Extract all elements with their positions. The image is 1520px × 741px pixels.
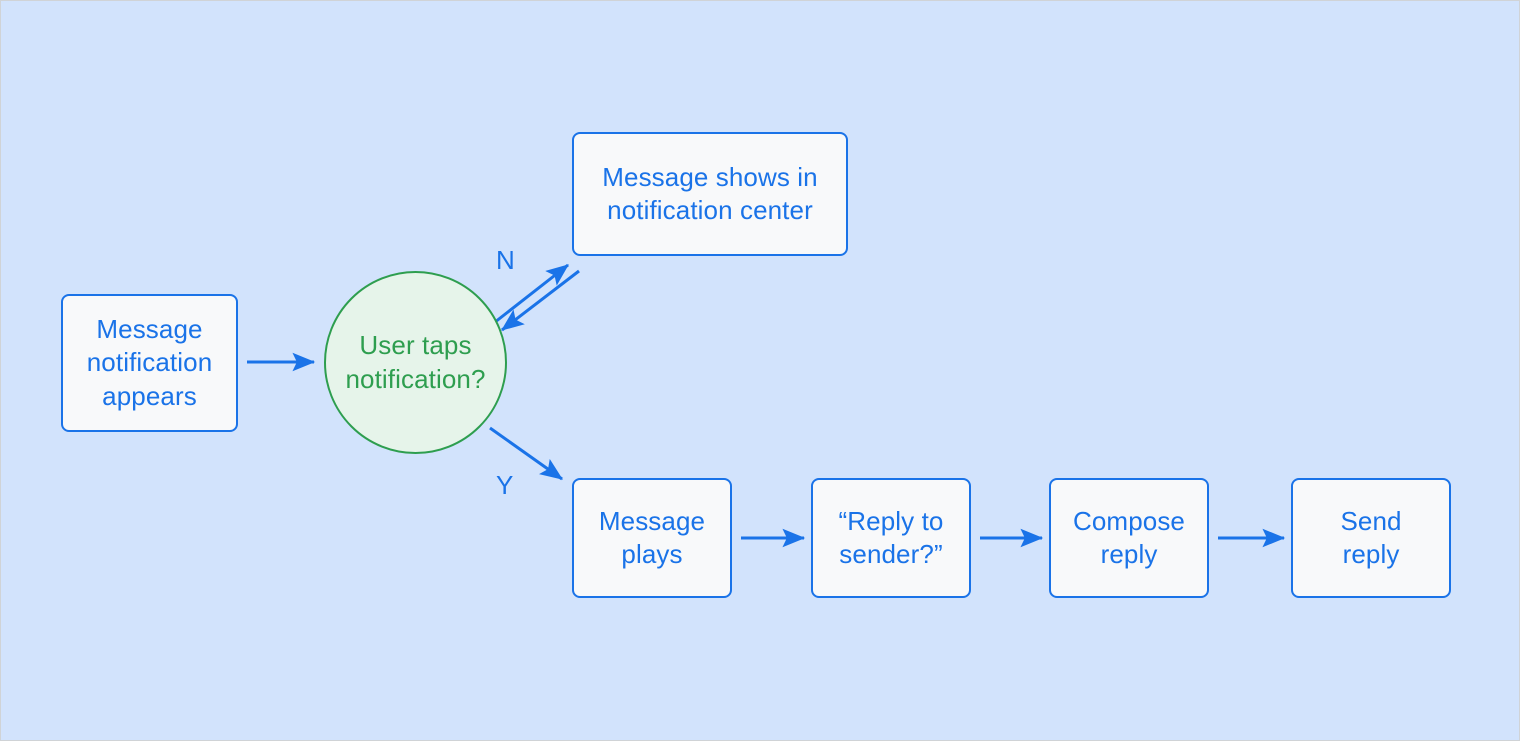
node-message-shows-in-notification-center[interactable]: Message shows in notification center bbox=[572, 132, 848, 256]
node-compose-reply[interactable]: Compose reply bbox=[1049, 478, 1209, 598]
node-send-reply[interactable]: Send reply bbox=[1291, 478, 1451, 598]
connector-decision-yes-to-plays bbox=[489, 426, 563, 481]
node-reply-to-sender[interactable]: “Reply to sender?” bbox=[811, 478, 971, 598]
connector-decision-no-to-center bbox=[489, 263, 569, 328]
node-user-taps-notification[interactable]: User taps notification? bbox=[324, 271, 507, 454]
node-message-notification-appears[interactable]: Message notification appears bbox=[61, 294, 238, 432]
connector-center-back-to-decision bbox=[501, 269, 580, 332]
node-message-plays[interactable]: Message plays bbox=[572, 478, 732, 598]
